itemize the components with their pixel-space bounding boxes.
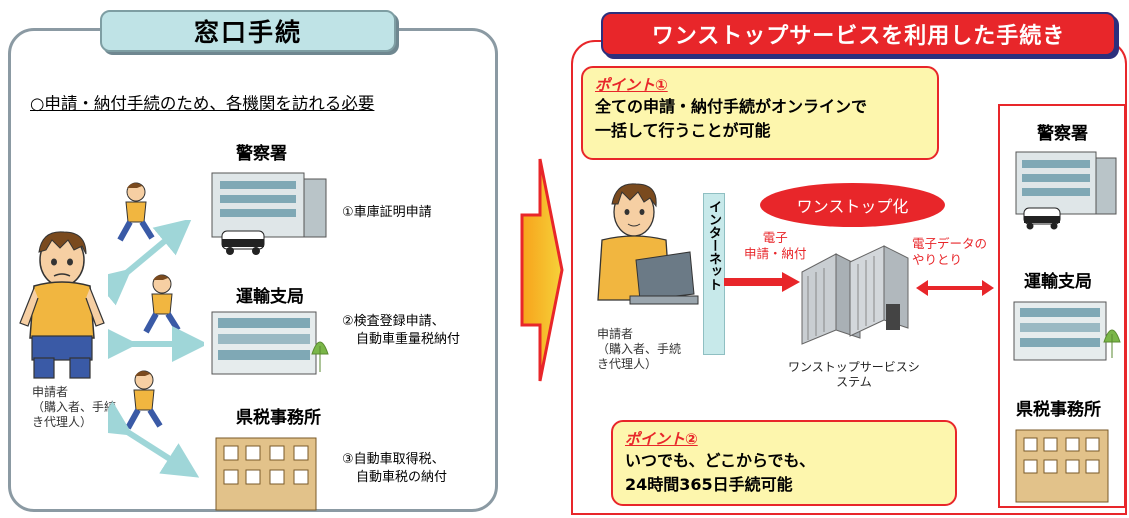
left-office-transport: 運輸支局: [236, 287, 304, 307]
police-station-building: [211, 172, 327, 255]
right-office-police: 警察署: [1037, 124, 1088, 144]
point2-box: ポイント② いつでも、どこからでも、 24時間365日手続可能: [611, 420, 957, 506]
onestop-procedure-title: ワンストップサービスを利用した手続き: [601, 12, 1116, 56]
point2-title: ポイント②: [625, 430, 698, 448]
onestop-server-system: [801, 245, 909, 345]
right-office-tax: 県税事務所: [1016, 400, 1101, 420]
right-applicant-label: 申請者 （購入者、手続 き代理人）: [597, 327, 682, 371]
internet-label: インターネット: [706, 200, 721, 291]
e-data-exchange-label: 電子データの やりとり: [912, 236, 988, 267]
transport-bureau-building: [1013, 301, 1121, 361]
point1-line2: 一括して行うことが可能: [595, 121, 771, 140]
visit-arrows: [108, 220, 204, 478]
right-office-transport: 運輸支局: [1024, 272, 1092, 292]
left-procedure-transport: ②検査登録申請、 自動車重量税納付: [342, 314, 461, 347]
e-data-exchange-arrow: [916, 280, 994, 296]
transport-bureau-building: [211, 311, 329, 375]
counter-procedure-heading: ○申請・納付手続のため、各機関を訪れる必要: [30, 94, 375, 113]
left-office-tax: 県税事務所: [236, 408, 321, 428]
point1-box: ポイント① 全ての申請・納付手続がオンラインで 一括して行うことが可能: [581, 66, 939, 160]
tax-office-building: [215, 437, 317, 511]
point2-line1: いつでも、どこからでも、: [625, 451, 816, 470]
point1-line1: 全ての申請・納付手続がオンラインで: [595, 97, 868, 116]
left-office-police: 警察署: [236, 144, 287, 164]
counter-procedure-title: 窓口手続: [100, 10, 396, 52]
left-applicant-label: 申請者 （購入者、手続 き代理人）: [32, 385, 117, 429]
point2-line2: 24時間365日手続可能: [625, 475, 793, 494]
transition-arrow: [520, 158, 564, 382]
system-label: ワンストップサービスシ ステム: [788, 360, 920, 389]
left-procedure-tax: ③自動車取得税、 自動車税の納付: [342, 452, 448, 485]
onestop-badge: ワンストップ化: [760, 183, 945, 227]
counter-procedure-panel: [8, 28, 498, 512]
worried-applicant-illustration: [19, 231, 105, 379]
tax-office-building: [1015, 429, 1109, 503]
left-procedure-police: ①車庫証明申請: [342, 205, 432, 220]
applicant-with-laptop-illustration: [597, 183, 699, 305]
e-application-label: 電子 申請・納付: [744, 230, 807, 261]
e-application-arrow: [724, 272, 800, 292]
point1-title: ポイント①: [595, 76, 668, 94]
internet-bar: [703, 193, 725, 355]
police-station-building: [1015, 151, 1117, 230]
